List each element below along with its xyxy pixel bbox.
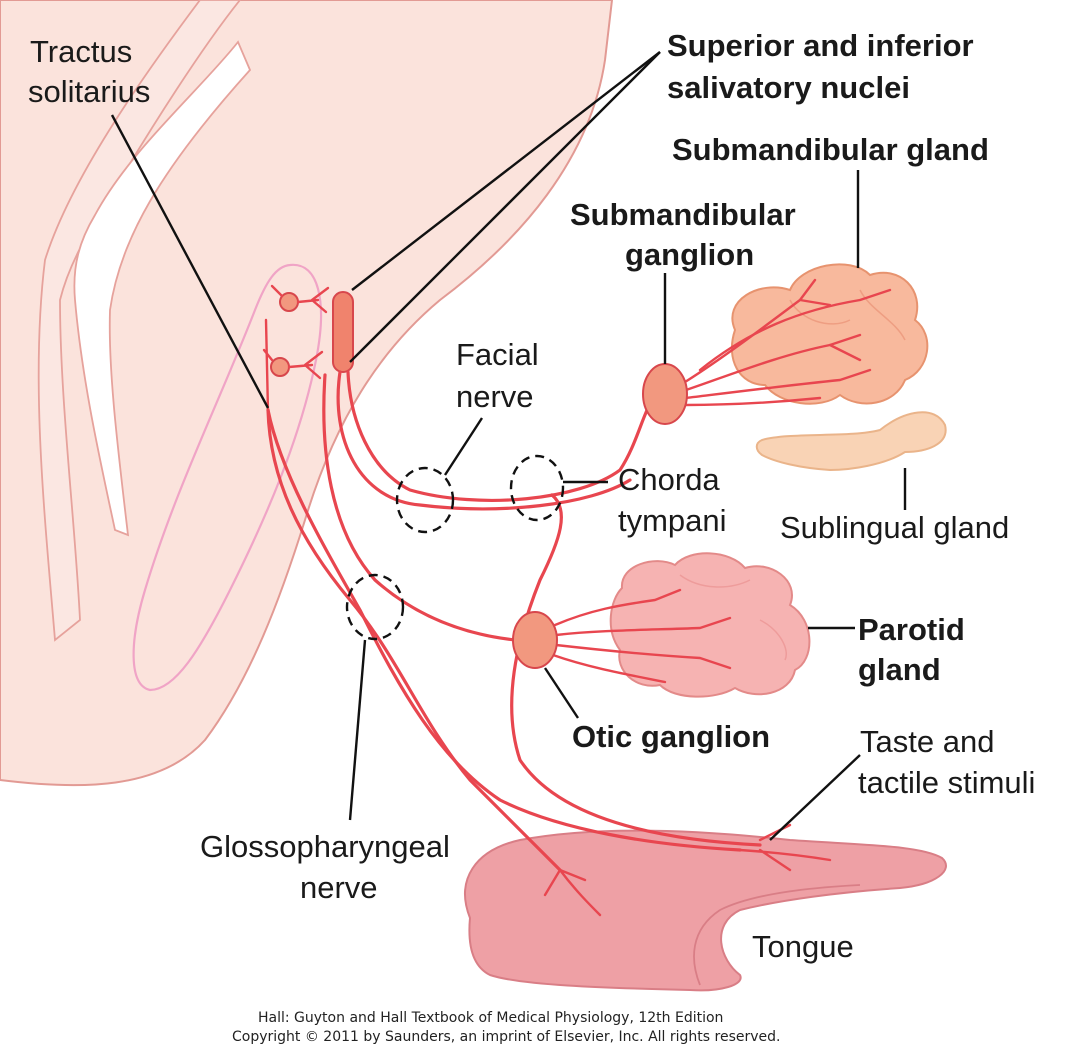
taste-label-line1: Taste and — [860, 724, 994, 759]
parotid-gland-label-line1: Parotid — [858, 612, 965, 647]
salivatory-nucleus — [333, 292, 353, 372]
parotid-gland-label-line2: gland — [858, 652, 941, 687]
salivatory-label-line2: salivatory nuclei — [667, 70, 910, 105]
submandibular-ganglion — [643, 364, 687, 424]
taste-label-line2: tactile stimuli — [858, 765, 1035, 800]
facial-nerve-label-line2: nerve — [456, 379, 534, 414]
tongue — [465, 831, 946, 991]
glossopharyngeal-label-line1: Glossopharyngeal — [200, 829, 450, 864]
chorda-tympani-label-line1: Chorda — [618, 462, 720, 497]
otic-ganglion-label: Otic ganglion — [572, 719, 770, 754]
submandibular-ganglion-label-line2: ganglion — [625, 237, 754, 272]
sublingual-gland-label: Sublingual gland — [780, 510, 1009, 545]
otic-ganglion — [513, 612, 557, 668]
facial-nerve-marker — [397, 468, 453, 532]
submandibular-gland — [732, 264, 927, 403]
credit: Hall: Guyton and Hall Textbook of Medica… — [232, 1010, 780, 1045]
submandibular-gland-label: Submandibular gland — [672, 132, 989, 167]
submandibular-ganglion-label-line1: Submandibular — [570, 197, 796, 232]
sublingual-gland — [757, 412, 946, 470]
facial-nerve-label-line1: Facial — [456, 337, 539, 372]
chorda-tympani-marker — [511, 456, 563, 520]
glossopharyngeal-label-line2: nerve — [300, 870, 378, 905]
salivatory-label-line1: Superior and inferior — [667, 28, 974, 63]
chorda-tympani-label-line2: tympani — [618, 503, 727, 538]
tractus-label-line1: Tractus — [30, 34, 132, 69]
tractus-label-line2: solitarius — [28, 74, 150, 109]
tongue-label: Tongue — [752, 929, 854, 964]
credit-line2: Copyright © 2011 by Saunders, an imprint… — [232, 1029, 780, 1045]
credit-line1: Hall: Guyton and Hall Textbook of Medica… — [258, 1010, 723, 1026]
